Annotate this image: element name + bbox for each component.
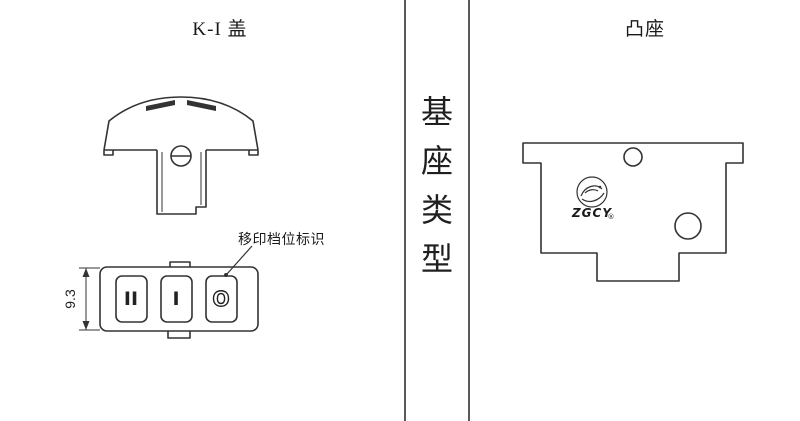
logo-bird-swoosh (581, 192, 605, 203)
base-side-hole (674, 212, 702, 240)
logo-bird-body (584, 189, 599, 194)
rocker-label-i: I (172, 288, 179, 310)
base-outline (522, 142, 744, 282)
rocker-label-o: O (212, 287, 229, 311)
rocker-window-1 (115, 275, 148, 323)
boss-base-view: ZGCY ® (522, 142, 744, 282)
dim-arrow-up (82, 268, 90, 277)
rocker-window-3 (205, 275, 238, 323)
dimension-value: 9.3 (62, 289, 78, 309)
cover-side-view (103, 96, 259, 215)
base-top-hole (623, 147, 643, 167)
dome-outline (103, 96, 259, 151)
top-seal-right (187, 100, 216, 111)
stem-outline (156, 150, 207, 215)
plate-tab-top (169, 261, 191, 267)
rocker-window-2 (160, 275, 193, 323)
divider-lines (404, 0, 470, 421)
logo-ring (576, 176, 608, 208)
vertical-char-3: 类 (420, 192, 453, 228)
logo-registered-mark: ® (608, 213, 615, 221)
brand-logo: ZGCY ® (571, 176, 615, 221)
top-seal-left (146, 100, 175, 111)
annotation-leader (224, 245, 253, 277)
right-section-title: 凸座 (624, 19, 665, 40)
leader-line (226, 245, 253, 275)
dimension-9-3: 9.3 (62, 267, 100, 331)
rocker-label-ii: II (124, 288, 138, 310)
leader-dot (224, 273, 228, 277)
rocker-plate-view: II I O (99, 261, 259, 339)
plate-tab-bottom (167, 331, 191, 339)
foot-right (248, 150, 259, 156)
gear-mark-annotation: 移印档位标识 (238, 233, 325, 248)
plate-outline (99, 266, 259, 332)
foot-left (103, 150, 114, 156)
logo-bird-head (598, 185, 602, 189)
logo-text: ZGCY (571, 206, 612, 220)
vertical-char-1: 基 (420, 94, 453, 130)
vertical-char-2: 座 (420, 143, 453, 179)
dim-arrow-down (82, 321, 90, 330)
left-section-title: K-I 盖 (192, 19, 248, 40)
vertical-char-4: 型 (420, 241, 453, 277)
base-type-vertical-label: 基 座 类 型 (405, 96, 469, 275)
